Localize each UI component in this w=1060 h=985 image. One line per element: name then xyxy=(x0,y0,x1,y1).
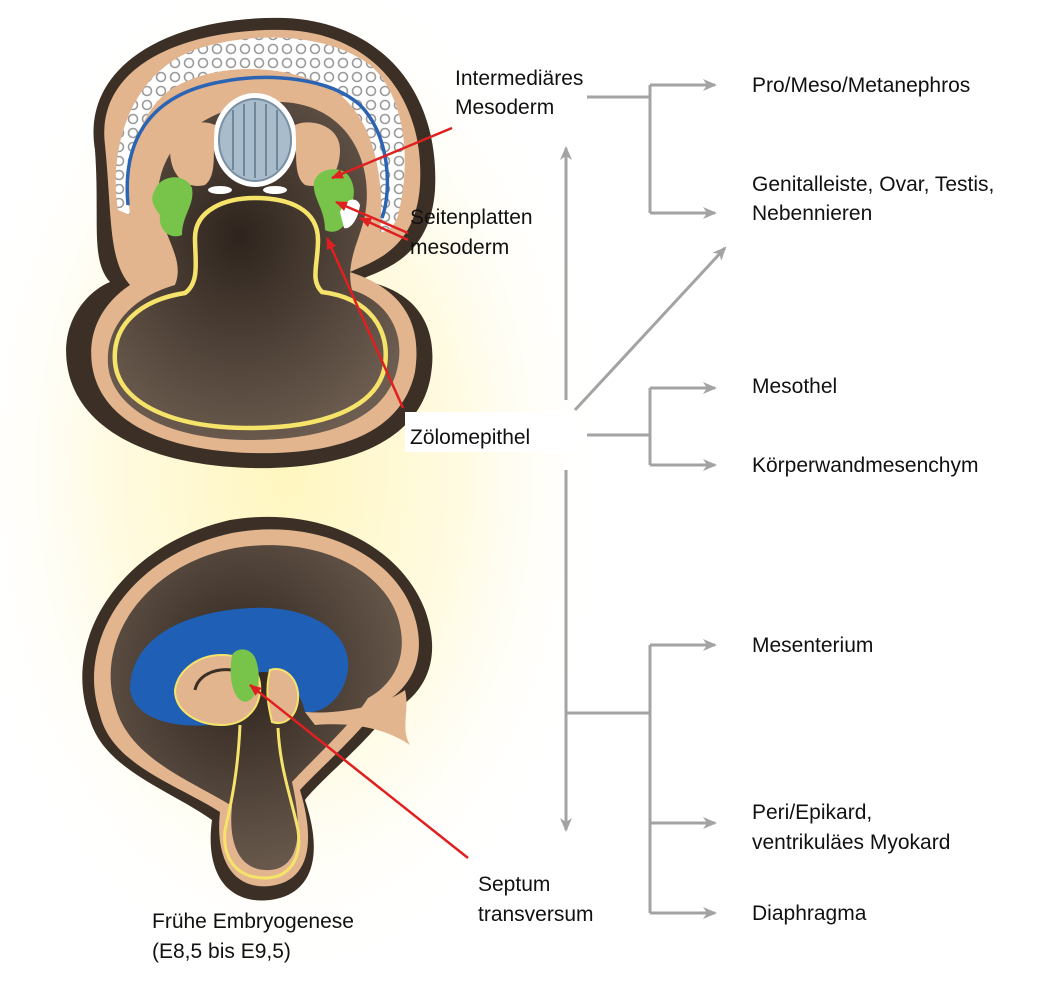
target-genitalleiste-line2: Nebennieren xyxy=(752,202,872,225)
label-intermediaeres-line1: Intermediäres xyxy=(455,67,583,90)
target-genitalleiste-line1: Genitalleiste, Ovar, Testis, xyxy=(752,173,994,196)
caption-line1: Frühe Embryogenese xyxy=(152,910,354,933)
target-mesenterium: Mesenterium xyxy=(752,634,873,657)
target-diaphragma: Diaphragma xyxy=(752,902,867,925)
label-septum-line2: transversum xyxy=(478,903,594,926)
target-periepikard-line1: Peri/Epikard, xyxy=(752,801,872,824)
label-seitenplatten-line2: mesoderm xyxy=(410,236,509,259)
target-koerperwandmesenchym: Körperwandmesenchym xyxy=(752,454,978,477)
derivative-labels: Pro/Meso/Metanephros Genitalleiste, Ovar… xyxy=(752,74,994,925)
target-periepikard-line2: ventrikuläes Myokard xyxy=(752,831,950,854)
label-seitenplatten-line1: Seitenplatten xyxy=(410,206,533,229)
target-pro-meso-metanephros: Pro/Meso/Metanephros xyxy=(752,74,970,97)
caption-line2: (E8,5 bis E9,5) xyxy=(152,940,291,963)
label-zoelomepithel: Zölomepithel xyxy=(410,426,530,449)
target-mesothel: Mesothel xyxy=(752,375,837,398)
label-intermediaeres-line2: Mesoderm xyxy=(455,96,554,119)
label-septum-line1: Septum xyxy=(478,873,550,896)
upper-embryo-illustration xyxy=(66,18,435,468)
